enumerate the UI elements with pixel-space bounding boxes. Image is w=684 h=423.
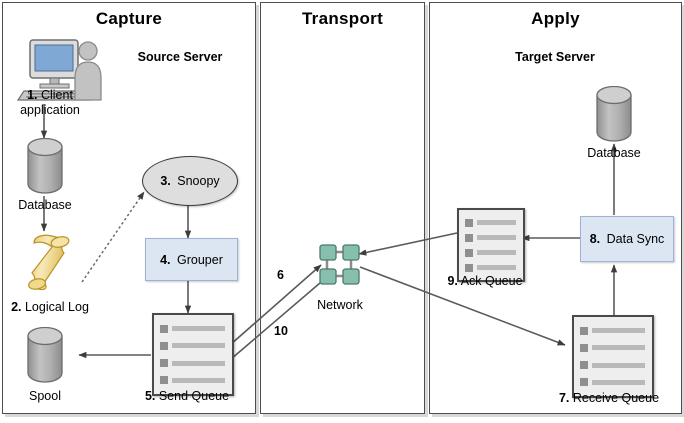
edge-logicallog-to-snoopy — [81, 191, 145, 283]
panel-title-capture: Capture — [95, 9, 163, 28]
scroll-icon — [28, 234, 70, 291]
node-grouper[interactable]: 4. Grouper — [145, 238, 238, 281]
queue-bullet-icon — [160, 324, 168, 333]
queue-bullet-icon — [580, 326, 588, 335]
queue-bullet-icon — [465, 218, 473, 227]
queue-row — [463, 233, 519, 242]
label-receive-queue: 7. Receive Queue — [558, 391, 660, 405]
queue-bullet-icon — [465, 233, 473, 242]
queue-bar — [592, 345, 645, 351]
queue-bar — [477, 235, 516, 240]
queue-bar — [592, 379, 645, 385]
edge-sendqueue-to-network — [221, 264, 322, 353]
queue-bullet-icon — [580, 343, 588, 352]
queue-row — [463, 248, 519, 257]
queue-bar — [592, 328, 645, 334]
queue-bar — [172, 343, 225, 349]
queue-row — [578, 378, 648, 387]
panel-transport: Transport — [260, 2, 425, 414]
network-nodes-icon — [319, 244, 360, 285]
database-cylinder-icon-source — [27, 138, 63, 194]
edge-label-six: 6 — [277, 268, 284, 282]
queue-bar — [477, 265, 516, 270]
queue-row — [463, 263, 519, 272]
label-ack-queue: 9. Ack Queue — [447, 274, 523, 288]
node-receive-queue[interactable] — [572, 315, 654, 398]
edge-network-to-sendqueue — [223, 276, 328, 366]
queue-bar — [592, 362, 645, 368]
queue-bullet-icon — [580, 378, 588, 387]
queue-bullet-icon — [465, 248, 473, 257]
database-cylinder-icon-target — [596, 86, 632, 142]
node-ack-queue[interactable] — [457, 208, 525, 282]
queue-bar — [477, 250, 516, 255]
queue-row — [578, 343, 648, 352]
queue-bar — [172, 360, 225, 366]
label-send-queue: 5. Send Queue — [144, 389, 230, 403]
node-snoopy-label: 3. Snoopy — [160, 174, 220, 188]
node-snoopy[interactable]: 3. Snoopy — [142, 156, 238, 206]
queue-bar — [172, 377, 225, 383]
queue-row — [578, 326, 648, 335]
subtitle-target-server: Target Server — [515, 50, 595, 64]
queue-bullet-icon — [465, 263, 473, 272]
label-network: Network — [317, 298, 363, 312]
queue-bar — [172, 326, 225, 332]
queue-row — [158, 359, 228, 368]
queue-row — [158, 376, 228, 385]
edge-ackqueue-to-network — [358, 232, 458, 256]
queue-row — [158, 341, 228, 350]
queue-bar — [477, 220, 516, 225]
label-client-application: 1. Client application — [20, 88, 80, 117]
label-spool: Spool — [29, 389, 61, 403]
panel-title-apply: Apply — [531, 9, 580, 28]
node-data-sync[interactable]: 8. Data Sync — [580, 216, 674, 262]
label-logical-log: 2. Logical Log — [11, 300, 89, 314]
node-send-queue[interactable] — [152, 313, 234, 396]
queue-bullet-icon — [160, 376, 168, 385]
node-grouper-label: 4. Grouper — [160, 252, 223, 267]
label-database-target: Database — [587, 146, 641, 160]
queue-bullet-icon — [160, 341, 168, 350]
queue-bullet-icon — [160, 359, 168, 368]
edge-network-to-receivequeue — [359, 266, 566, 346]
client-workstation-icon — [16, 39, 102, 101]
label-database-source: Database — [18, 198, 72, 212]
database-cylinder-icon-spool — [27, 327, 63, 383]
queue-row — [578, 361, 648, 370]
node-data-sync-label: 8. Data Sync — [589, 232, 665, 246]
edge-label-ten: 10 — [274, 324, 288, 338]
panel-title-transport: Transport — [301, 9, 384, 28]
queue-row — [158, 324, 228, 333]
subtitle-source-server: Source Server — [137, 50, 223, 64]
queue-bullet-icon — [580, 361, 588, 370]
queue-row — [463, 218, 519, 227]
